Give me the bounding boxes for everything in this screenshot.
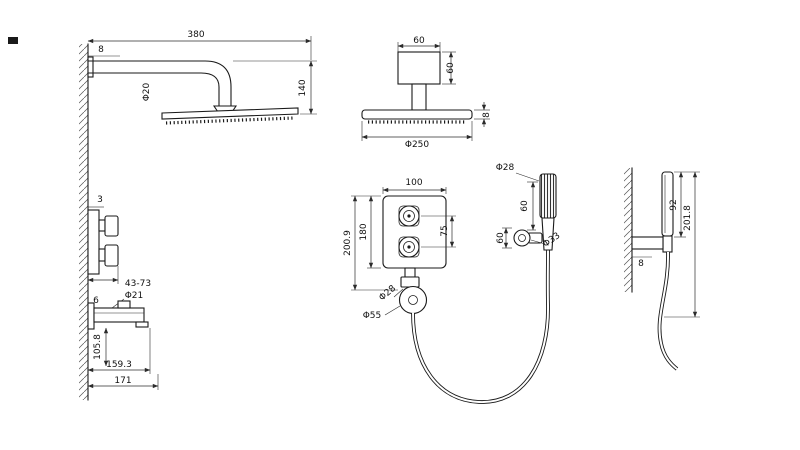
ceiling-mount-block [397, 51, 441, 85]
dim-label-handle-spacing: 75 [440, 225, 450, 236]
wall-hatch [79, 44, 88, 400]
spout-diverter-knob [117, 300, 131, 309]
dim-label-pipe-dia: Φ20 [142, 82, 152, 101]
handheld-handle [541, 217, 555, 251]
valve-knob-stem [98, 219, 106, 232]
outlet-nut [400, 276, 420, 288]
dim-label-handle-depth: 43-73 [125, 279, 151, 289]
spout-escutcheon [87, 302, 95, 330]
dim-label-holder-width: 60 [496, 232, 506, 244]
drop-pipe [411, 83, 427, 111]
outlet-stem [404, 267, 416, 278]
corner-artifact-mark [8, 37, 18, 44]
dim-label-spout-pipe-dia: Φ21 [125, 291, 144, 301]
view-handheld-front: Φ28 60 60 Φ33 [496, 163, 562, 251]
view-valve-spout-side: 3 43-73 Φ21 6 105.8 159.3 171 [87, 195, 159, 390]
shower-hose [411, 249, 550, 404]
valve-knob-bottom [104, 244, 119, 267]
dim-label-bracket-drop: 92 [669, 199, 679, 210]
view-mixer-front: 100 200.9 180 75 Φ28 Φ55 [343, 178, 456, 321]
head-nozzle-band [165, 116, 295, 125]
dim-label-outlet-dia: Φ28 [377, 284, 398, 304]
dim-label-mount-width: 60 [413, 36, 425, 46]
shower-head-front [361, 109, 473, 120]
shower-arm-outer [87, 60, 232, 107]
dim-label-total-height: 201.8 [683, 205, 693, 231]
shower-arm-inner [87, 72, 220, 107]
dim-label-total-height: 200.9 [343, 230, 353, 256]
holder-bracket-side [631, 236, 664, 250]
mixer-knob-bottom-inner [403, 241, 415, 253]
dim-label-valve-gap: 3 [97, 195, 103, 205]
hose-inner [412, 249, 550, 404]
holder-dia-leader [530, 239, 546, 245]
dim-label-reach-inner: 159.3 [106, 360, 132, 370]
dim-label-wall-offset: 8 [98, 45, 104, 55]
mixer-knob-bottom-dot [407, 245, 411, 249]
dim-label-arm-length: 380 [187, 30, 204, 40]
outlet-dia-leader [393, 288, 404, 298]
view-rain-shower-front: 60 60 Φ250 8 [361, 36, 492, 150]
dim-label-wall-gap: 8 [638, 259, 644, 269]
wall-hatch [624, 168, 632, 292]
spout-aerator [135, 321, 149, 328]
valve-knob-top [104, 215, 119, 237]
mixer-knob-top-inner [403, 210, 415, 222]
hose-side-inner [658, 251, 678, 370]
dim-label-plate-height: 180 [359, 223, 369, 240]
dim-label-mixer-width: 100 [405, 178, 422, 188]
dim-label-reach-total: 171 [114, 376, 131, 386]
dim-label-mount-height: 60 [446, 62, 456, 74]
holder-ring-inner [518, 234, 526, 242]
dim-label-head-drop: 140 [298, 79, 308, 96]
mixer-knob-top-dot [407, 214, 411, 218]
view-rain-shower-side: 380 8 Φ20 140 [79, 30, 317, 401]
shower-head-side [161, 107, 299, 120]
dim-label-head-thickness: 8 [482, 112, 492, 118]
view-handheld-side: 92 201.8 8 [624, 167, 700, 371]
outlet-knob-leader [384, 305, 401, 316]
dim-label-wand-dia: Φ28 [496, 163, 515, 173]
holder-ring [513, 229, 531, 247]
valve-knob-stem [98, 248, 106, 262]
dim-label-head-dia: Φ250 [405, 140, 430, 150]
wand-dia-leader [515, 172, 540, 182]
dim-label-spout-wall-gap: 6 [93, 296, 99, 306]
dim-label-spout-height: 105.8 [93, 334, 103, 360]
dim-label-outlet-knob-dia: Φ55 [363, 311, 382, 321]
valve-body [87, 209, 100, 275]
dim-label-holder-height: 60 [520, 200, 530, 212]
arm-escutcheon [87, 56, 94, 78]
outlet-knob-inner [408, 295, 418, 305]
spout-body [93, 307, 145, 323]
handheld-wand-head [539, 173, 557, 219]
outlet-knob [398, 285, 428, 315]
handle-side [662, 235, 673, 253]
